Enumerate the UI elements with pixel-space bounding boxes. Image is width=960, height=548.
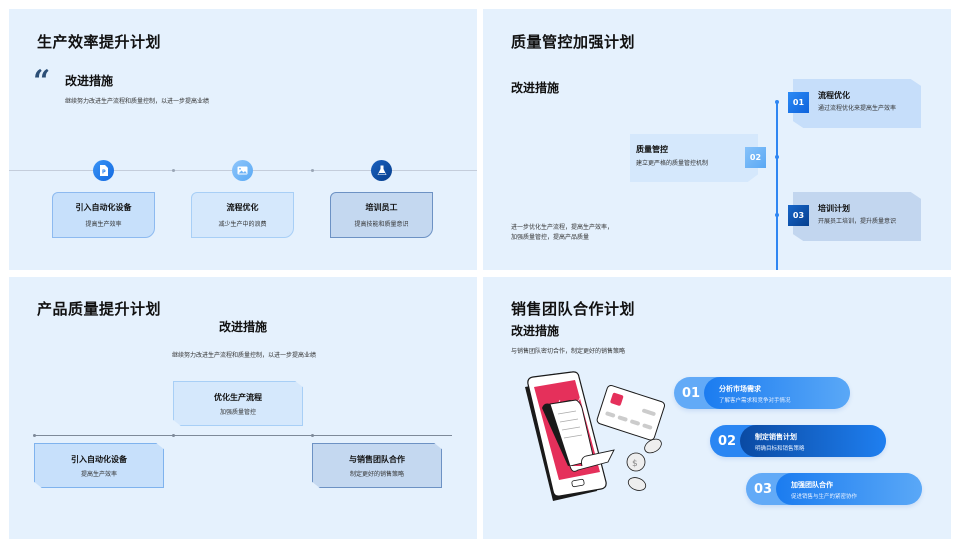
step-pill[interactable]: 03 加强团队合作 促进销售与生产的紧密协作 xyxy=(746,473,922,505)
step-title: 加强团队合作 xyxy=(791,481,833,489)
timeline-dot xyxy=(33,434,36,437)
card-title: 引入自动化设备 xyxy=(75,203,132,212)
section-heading: 改进措施 xyxy=(219,320,268,334)
section-description-line1: 进一步优化生产流程，提高生产效率， xyxy=(511,224,614,231)
step-title: 培训计划 xyxy=(818,204,850,213)
card-title: 流程优化 xyxy=(226,203,259,212)
flask-icon xyxy=(371,160,392,181)
step-number-badge: 01 xyxy=(788,92,809,113)
slide-sales-cooperation[interactable]: 销售团队合作计划 改进措施 与销售团队密切合作，制定更好的销售策略 xyxy=(483,277,951,539)
card-title: 与销售团队合作 xyxy=(349,454,405,464)
card-title: 培训员工 xyxy=(365,203,398,212)
step-pill[interactable]: 01 分析市场需求 了解客户需求和竞争对手情况 xyxy=(674,377,850,409)
step-description: 明确目标和销售策略 xyxy=(755,446,805,452)
step-description: 促进销售与生产的紧密协作 xyxy=(791,494,858,500)
card-description: 提高生产效率 xyxy=(80,470,117,478)
timeline-dot xyxy=(775,155,779,159)
slide-title: 生产效率提升计划 xyxy=(37,33,162,51)
timeline-vertical-line xyxy=(776,101,778,270)
timeline-dot xyxy=(172,169,175,172)
section-description: 与销售团队密切合作，制定更好的销售策略 xyxy=(511,348,626,355)
document-icon: P xyxy=(93,160,114,181)
measure-card[interactable]: 优化生产流程 加强质量管控 xyxy=(173,381,303,426)
measure-card[interactable]: 流程优化 减少生产中的浪费 xyxy=(191,192,294,238)
card-title: 优化生产流程 xyxy=(214,392,262,402)
step-number-badge: 03 xyxy=(788,205,809,226)
slide-title: 销售团队合作计划 xyxy=(511,300,636,318)
step-description: 建立更严格的质量管控机制 xyxy=(636,160,709,167)
section-description-line2: 加强质量管控，提高产品质量 xyxy=(511,234,590,241)
step-number: 03 xyxy=(753,481,773,497)
section-heading: 改进措施 xyxy=(511,81,560,95)
step-number: 02 xyxy=(717,433,737,449)
step-pill[interactable]: 02 制定销售计划 明确目标和销售策略 xyxy=(710,425,886,457)
step-title: 制定销售计划 xyxy=(755,433,797,441)
quote-icon: “ xyxy=(33,64,51,99)
step-title: 分析市场需求 xyxy=(719,385,761,393)
pill-body xyxy=(776,473,922,505)
timeline-line xyxy=(34,435,452,436)
timeline-dot xyxy=(775,213,779,217)
step-description: 通过流程优化来提高生产效率 xyxy=(818,105,897,112)
card-description: 减少生产中的浪费 xyxy=(218,221,267,228)
slide-title: 质量管控加强计划 xyxy=(511,33,636,51)
timeline-dot xyxy=(775,100,779,104)
card-description: 制定更好的销售策略 xyxy=(349,470,404,478)
step-card-bg xyxy=(793,192,921,241)
section-description: 继续努力改进生产流程和质量控制，以进一步提高业绩 xyxy=(172,352,317,359)
measure-card[interactable]: 与销售团队合作 制定更好的销售策略 xyxy=(312,443,442,488)
timeline-dot xyxy=(311,434,314,437)
measure-card[interactable]: 培训员工 提高技能和质量意识 xyxy=(330,192,433,238)
slide-production-efficiency[interactable]: 生产效率提升计划 “ 改进措施 继续努力改进生产流程和质量控制，以进一步提高业绩… xyxy=(9,9,477,270)
step-title: 质量管控 xyxy=(636,145,668,154)
card-description: 提高技能和质量意识 xyxy=(354,221,409,228)
step-card-bg xyxy=(630,134,758,182)
step-title: 流程优化 xyxy=(818,91,850,100)
slide-product-quality[interactable]: 产品质量提升计划 改进措施 继续努力改进生产流程和质量控制，以进一步提高业绩 优… xyxy=(9,277,477,539)
slide-quality-control[interactable]: 质量管控加强计划 改进措施 进一步优化生产流程，提高生产效率， 加强质量管控，提… xyxy=(483,9,951,270)
timeline-dot xyxy=(311,169,314,172)
card-description: 提高生产效率 xyxy=(85,221,122,228)
card-title: 引入自动化设备 xyxy=(71,454,127,464)
timeline-dot xyxy=(172,434,175,437)
phone-payment-illustration: $ xyxy=(525,371,666,501)
step-description: 了解客户需求和竞争对手情况 xyxy=(719,398,791,404)
step-description: 开展员工培训，提升质量意识 xyxy=(818,218,897,225)
section-heading: 改进措施 xyxy=(511,324,560,338)
svg-text:P: P xyxy=(102,170,106,176)
pill-body xyxy=(740,425,886,457)
measure-card[interactable]: 引入自动化设备 提高生产效率 xyxy=(52,192,155,238)
measure-card[interactable]: 引入自动化设备 提高生产效率 xyxy=(34,443,164,488)
svg-text:$: $ xyxy=(632,459,638,469)
image-icon xyxy=(232,160,253,181)
step-card-bg xyxy=(793,79,921,128)
section-description: 继续努力改进生产流程和质量控制，以进一步提高业绩 xyxy=(65,98,210,105)
pill-body xyxy=(704,377,850,409)
section-heading: 改进措施 xyxy=(65,74,114,88)
slide-title: 产品质量提升计划 xyxy=(37,300,162,318)
step-number: 01 xyxy=(681,385,701,401)
card-description: 加强质量管控 xyxy=(219,408,256,416)
step-number-badge: 02 xyxy=(745,147,766,168)
